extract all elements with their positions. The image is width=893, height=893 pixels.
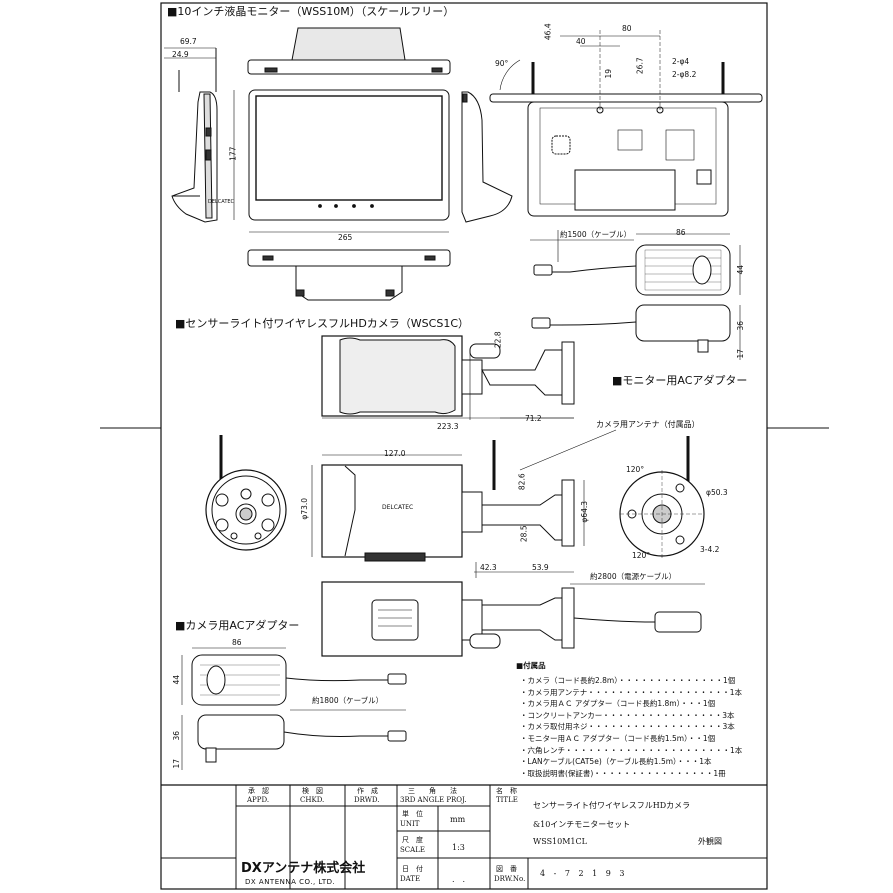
dim-label: 223.3	[437, 422, 459, 431]
section-title-camera: ■センサーライト付ワイヤレスフルHDカメラ（WSCS1C）	[175, 317, 470, 330]
accessory-item: ・カメラ用アンテナ・・・・・・・・・・・・・・・・・・・1本	[520, 687, 742, 697]
monitor-right-side-view	[461, 91, 513, 223]
monitor-front-view	[233, 89, 450, 233]
dim-label: 24.9	[172, 50, 189, 59]
company-logo-jp: DXアンテナ株式会社	[241, 861, 366, 876]
tb-unit-en: UNIT	[400, 820, 420, 828]
dim-label: 46.4	[543, 23, 553, 41]
tb-name-line1: センサーライト付ワイヤレスフルHDカメラ	[533, 801, 691, 810]
brand-label: DELCATEC	[382, 504, 414, 511]
dim-label: 約1800（ケーブル）	[312, 696, 384, 705]
company-logo-en: DX ANTENNA CO., LTD.	[245, 878, 336, 886]
dim-label: 90°	[495, 59, 509, 68]
dim-label: 44	[172, 674, 182, 685]
camera-ac-adapter-drawing	[181, 647, 407, 770]
tb-unit-jp: 単 位	[402, 810, 423, 818]
tb-drwd-jp: 作 成	[357, 787, 378, 795]
camera-mount-view	[619, 436, 705, 558]
tb-drw-jp: 図 番	[496, 865, 517, 873]
dim-label: 36	[736, 320, 746, 331]
tb-title-jp: 名 称	[496, 787, 517, 795]
monitor-side-view	[164, 47, 218, 223]
accessory-item: ・モニター用ＡＣ アダプター（コード長約1.5m）・・1個	[520, 733, 716, 743]
tb-date-jp: 日 付	[402, 865, 423, 873]
accessory-item: ・カメラ用ＡＣ アダプター（コード長約1.8m）・・・1個	[520, 699, 716, 709]
section-title-camera-adapter: ■カメラ用ACアダプター	[175, 619, 300, 632]
tb-appd-jp: 承 認	[248, 787, 269, 795]
dim-label: φ50.3	[706, 488, 728, 497]
dim-label: 約1500（ケーブル）	[560, 230, 632, 239]
dim-label: 約2800（電源ケーブル）	[590, 572, 677, 581]
camera-rear-view	[205, 435, 287, 551]
tb-view: 外観図	[698, 837, 722, 846]
accessory-item: ・取扱説明書(保証書)・・・・・・・・・・・・・・・・1冊	[520, 768, 726, 778]
dim-label: 2-φ4	[672, 57, 690, 66]
dim-label: 82.6	[517, 473, 527, 491]
dim-label: 44	[736, 264, 746, 275]
dim-label: 40	[576, 37, 586, 46]
dim-label: 2-φ8.2	[672, 70, 697, 79]
dim-label: 86	[676, 228, 686, 237]
dim-label: 53.9	[532, 563, 549, 572]
tb-drawing-number: 4 - 7 2 1 9 3	[540, 869, 628, 878]
accessory-item: ・LANケーブル(CAT5e)（ケーブル長約1.5m）・・・1本	[520, 757, 712, 767]
tb-proj-en: 3RD ANGLE PROJ.	[400, 796, 467, 804]
dim-label: 26.7	[635, 57, 645, 75]
brand-label: DELCATEC	[208, 199, 235, 205]
tb-drw-en: DRW.No.	[494, 875, 526, 883]
tb-chkd-jp: 検 図	[302, 787, 323, 795]
tb-date-en: DATE	[400, 875, 421, 883]
dim-label: φ73.0	[300, 497, 310, 520]
dim-label: 69.7	[180, 37, 197, 46]
dim-label: 3-4.2	[700, 545, 720, 554]
accessory-item: ・コンクリートアンカー・・・・・・・・・・・・・・・・3本	[520, 710, 735, 720]
tb-drwd-en: DRWD.	[354, 796, 380, 804]
accessory-item: ・カメラ（コード長約2.8m）・・・・・・・・・・・・・・1個	[520, 676, 736, 685]
antenna-label: カメラ用アンテナ（付属品）	[596, 420, 700, 429]
tb-scale-jp: 尺 度	[402, 836, 423, 844]
dim-label: 120°	[632, 551, 651, 560]
tb-appd-en: APPD.	[247, 796, 270, 804]
tb-name-line2: &10インチモニターセット	[533, 820, 631, 829]
dim-label: 177	[228, 146, 238, 161]
dim-label: 42.3	[480, 563, 497, 572]
dim-label: 80	[622, 24, 632, 33]
tb-model: WSS10M1CL	[533, 837, 587, 846]
dim-label: 19	[604, 68, 614, 79]
tb-title-en: TITLE	[496, 796, 518, 804]
tb-scale-value: 1:3	[452, 843, 465, 852]
dim-label: 86	[232, 638, 242, 647]
dim-label: 36	[172, 730, 182, 741]
dim-label: 22.8	[493, 331, 503, 349]
camera-top-view	[321, 335, 575, 419]
dim-label: 17	[736, 348, 746, 359]
accessory-item: ・六角レンチ・・・・・・・・・・・・・・・・・・・・・・1本	[520, 745, 743, 755]
dim-label: 120°	[626, 465, 645, 474]
monitor-top-view	[247, 27, 451, 75]
tb-scale-en: SCALE	[400, 846, 425, 854]
section-title-monitor-adapter: ■モニター用ACアダプター	[612, 374, 748, 387]
accessory-item: ・カメラ取付用ネジ・・・・・・・・・・・・・・・・・・3本	[520, 722, 735, 732]
section-title-monitor: ■10インチ液晶モニター（WSS10M）（スケールフリー）	[167, 5, 455, 18]
dim-label: 127.0	[384, 449, 406, 458]
tb-unit-value: mm	[450, 815, 466, 824]
dim-label: 28.5	[519, 525, 529, 543]
monitor-bottom-view	[247, 249, 451, 301]
monitor-ac-adapter-drawing	[530, 233, 741, 360]
accessories-list: ・カメラ（コード長約2.8m）・・・・・・・・・・・・・・1個 ・カメラ用アンテ…	[520, 675, 766, 779]
camera-side-view	[311, 440, 585, 573]
title-block-lines	[161, 784, 767, 889]
accessories-title: ■付属品	[516, 661, 546, 670]
dim-label: 265	[338, 233, 353, 242]
tb-chkd-en: CHKD.	[300, 796, 325, 804]
dim-label: 17	[172, 758, 182, 769]
dim-label: 71.2	[525, 414, 542, 423]
tb-proj-jp: 三 角 法	[408, 787, 457, 795]
dim-label: φ64.3	[580, 500, 590, 523]
monitor-back-view	[489, 30, 763, 217]
camera-bottom-view	[321, 581, 705, 657]
tb-date-value: . .	[452, 875, 466, 884]
